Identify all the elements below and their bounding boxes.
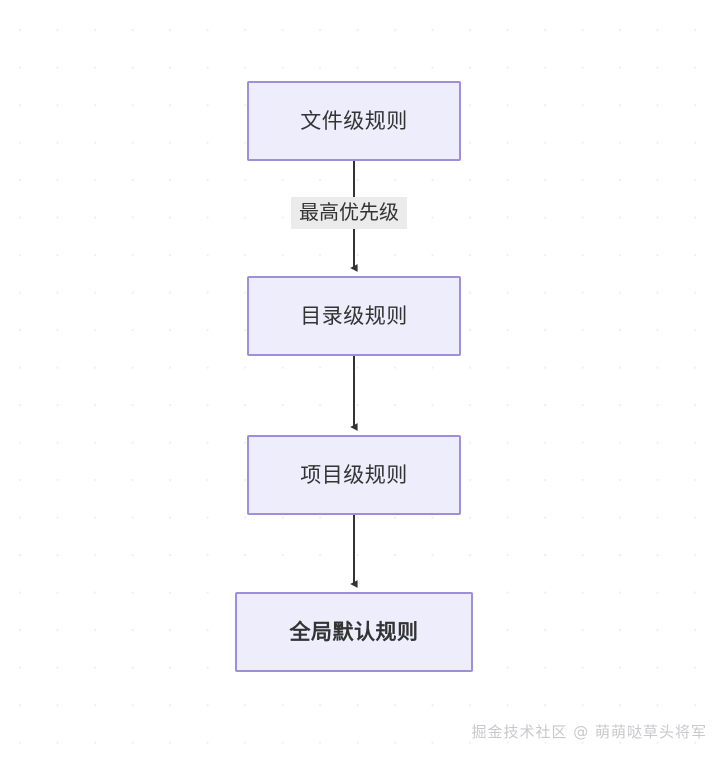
node-project-level-rule-label: 项目级规则 <box>300 462 408 487</box>
edge-label-highest-priority: 最高优先级 <box>291 197 407 229</box>
node-global-default-rule[interactable]: 全局默认规则 <box>235 592 473 672</box>
node-global-default-rule-label: 全局默认规则 <box>289 619 419 644</box>
node-file-level-rule-label: 文件级规则 <box>300 108 408 133</box>
watermark: 掘金技术社区 @ 萌萌哒草头将军 <box>471 723 707 741</box>
node-directory-level-rule-label: 目录级规则 <box>300 303 408 328</box>
node-project-level-rule[interactable]: 项目级规则 <box>247 435 461 515</box>
node-directory-level-rule[interactable]: 目录级规则 <box>247 276 461 356</box>
node-file-level-rule[interactable]: 文件级规则 <box>247 81 461 161</box>
